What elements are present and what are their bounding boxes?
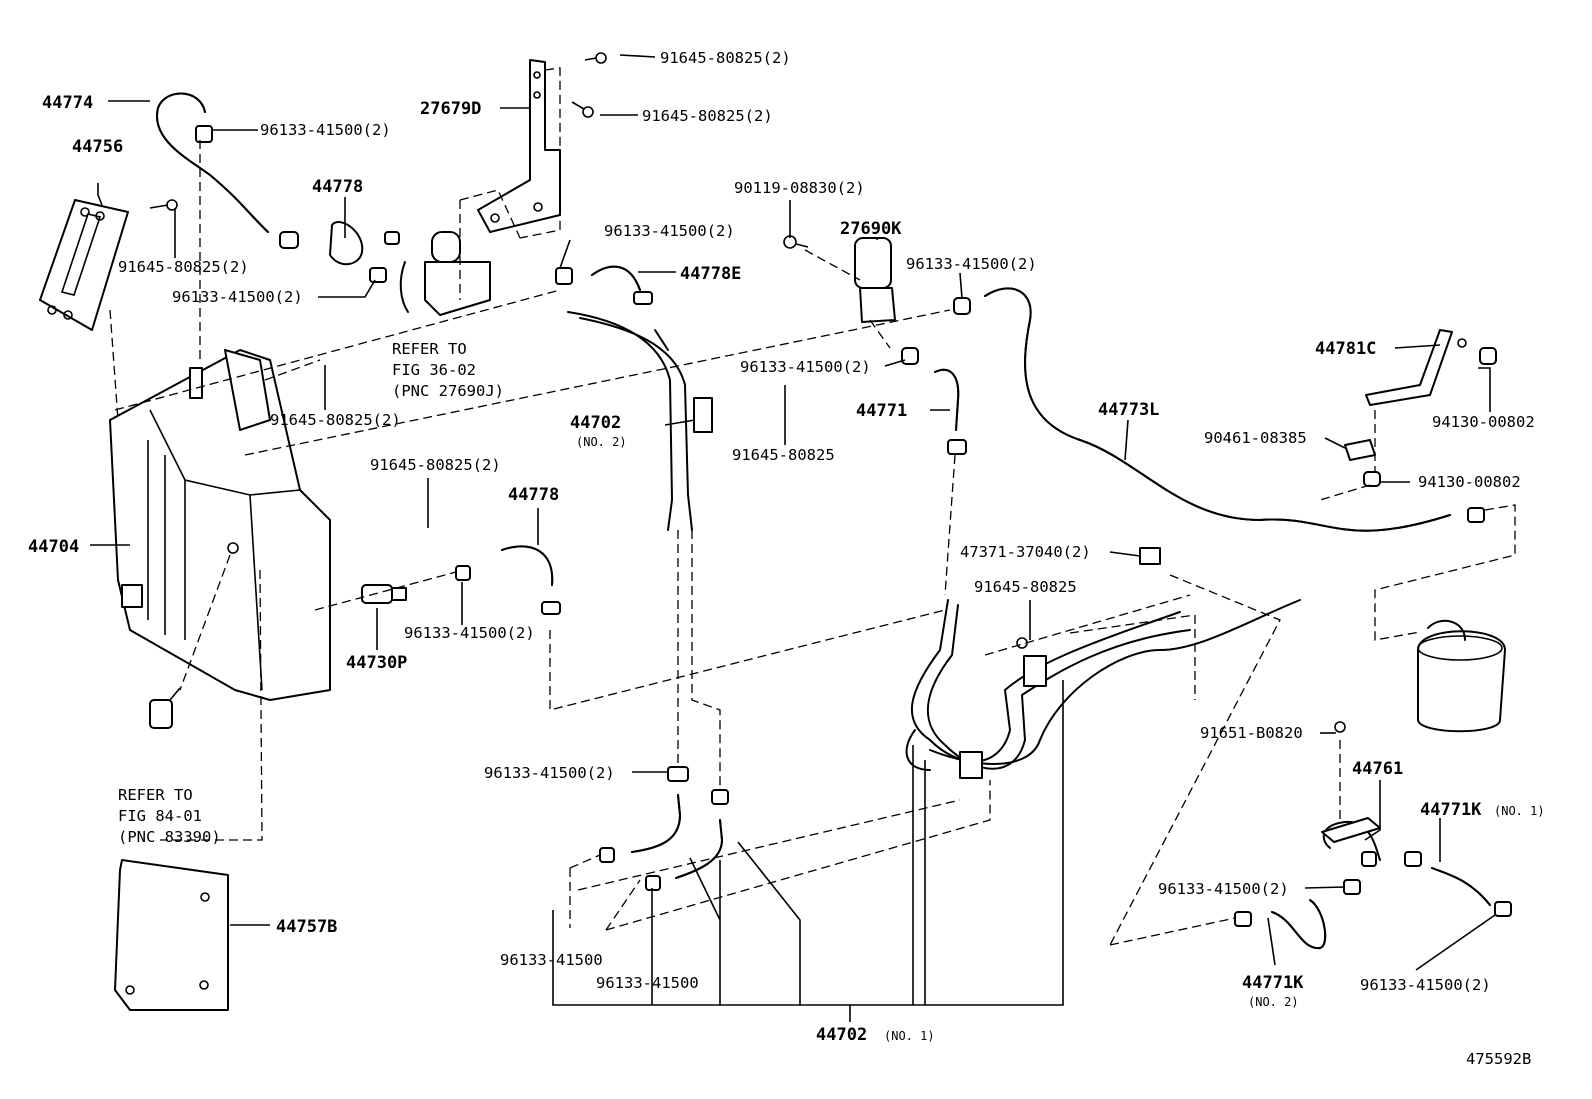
pipe-44702-no2 bbox=[567, 311, 713, 531]
label-44773L: 44773L bbox=[1098, 400, 1159, 420]
label-bolt-g: 91645-80825 bbox=[974, 578, 1077, 596]
figure-id: 475592B bbox=[1466, 1050, 1531, 1068]
label-44702-no2: 44702 bbox=[570, 413, 621, 433]
hose-44773L bbox=[984, 287, 1485, 532]
label-clip-c: 96133-41500(2) bbox=[604, 222, 735, 240]
label-ref2-line1: REFER TO bbox=[118, 786, 193, 804]
label-ref2-line2: FIG 84-01 bbox=[118, 807, 202, 825]
label-44702-no2-sub: (NO. 2) bbox=[576, 435, 627, 449]
hose-44778-mid bbox=[501, 545, 561, 615]
hose-44778E bbox=[555, 265, 653, 305]
label-27679D: 27679D bbox=[420, 99, 481, 119]
sensor-44730P bbox=[361, 565, 471, 604]
label-44761: 44761 bbox=[1352, 759, 1403, 779]
label-bolt-i: 91651-B0820 bbox=[1200, 724, 1303, 742]
label-clip-g: 96133-41500(2) bbox=[484, 764, 615, 782]
sensor-ref-84-01 bbox=[149, 687, 181, 729]
label-44771K-no2-sub: (NO. 2) bbox=[1248, 995, 1299, 1009]
hose-44774 bbox=[155, 92, 299, 249]
label-44704: 44704 bbox=[28, 537, 79, 557]
label-bolt-c: 91645-80825(2) bbox=[118, 258, 249, 276]
tank-44704 bbox=[109, 349, 331, 701]
label-44771: 44771 bbox=[856, 401, 907, 421]
bracket-44781C bbox=[1344, 329, 1497, 487]
label-bolt-e: 91645-80825(2) bbox=[370, 456, 501, 474]
label-clip-j: 96133-41500(2) bbox=[1158, 880, 1289, 898]
assembly-dashed-lines bbox=[109, 67, 1516, 946]
label-nut-a: 90461-08385 bbox=[1204, 429, 1307, 447]
label-clip-b: 96133-41500(2) bbox=[172, 288, 303, 306]
bracket-44757B bbox=[114, 859, 229, 1011]
label-44778-mid: 44778 bbox=[508, 485, 559, 505]
label-clip-i: 96133-41500 bbox=[596, 974, 699, 992]
label-clamp-a: 47371-37040(2) bbox=[960, 543, 1091, 561]
label-44781C: 44781C bbox=[1315, 339, 1376, 359]
label-nut-c: 94130-00802 bbox=[1418, 473, 1521, 491]
label-clip-f: 96133-41500(2) bbox=[404, 624, 535, 642]
label-clip-a: 96133-41500(2) bbox=[260, 121, 391, 139]
label-bolt-h: 90119-08830(2) bbox=[734, 179, 865, 197]
label-44778-top: 44778 bbox=[312, 177, 363, 197]
label-clip-e: 96133-41500(2) bbox=[740, 358, 871, 376]
bracket-27679D bbox=[477, 52, 607, 233]
label-ref2-line3: (PNC 83390) bbox=[118, 828, 221, 846]
pipe-bundle-44702-no1 bbox=[905, 547, 1301, 779]
label-clip-d: 96133-41500(2) bbox=[906, 255, 1037, 273]
valve-27690J bbox=[329, 221, 491, 316]
label-27690K: 27690K bbox=[840, 219, 902, 239]
label-44756: 44756 bbox=[72, 137, 123, 157]
label-bolt-b: 91645-80825(2) bbox=[642, 107, 773, 125]
label-44757B: 44757B bbox=[276, 917, 337, 937]
hose-44771 bbox=[934, 297, 971, 455]
label-44702-no1: 44702 bbox=[816, 1025, 867, 1045]
label-44774: 44774 bbox=[42, 93, 93, 113]
label-ref1-line1: REFER TO bbox=[392, 340, 467, 358]
group-44761-44771K bbox=[1234, 721, 1512, 950]
label-nut-b: 94130-00802 bbox=[1432, 413, 1535, 431]
canister bbox=[1417, 619, 1506, 733]
bracket-44756 bbox=[39, 199, 178, 331]
label-44771K-no2: 44771K bbox=[1242, 973, 1304, 993]
label-44771K-no1: 44771K bbox=[1420, 800, 1482, 820]
part-labels: 44774 44756 27679D 44778 44778E 27690K 4… bbox=[28, 49, 1545, 1068]
leader-lines bbox=[90, 54, 1496, 1022]
label-clip-h: 96133-41500 bbox=[500, 951, 603, 969]
label-bolt-f: 91645-80825 bbox=[732, 446, 835, 464]
label-bolt-d: 91645-80825(2) bbox=[270, 411, 401, 429]
label-clip-k: 96133-41500(2) bbox=[1360, 976, 1491, 994]
label-44730P: 44730P bbox=[346, 653, 407, 673]
lower-hoses bbox=[599, 766, 729, 891]
label-44702-no1-sub: (NO. 1) bbox=[884, 1029, 935, 1043]
label-ref1-line2: FIG 36-02 bbox=[392, 361, 476, 379]
label-44778E: 44778E bbox=[680, 264, 741, 284]
vsv-27690K bbox=[783, 235, 919, 365]
label-bolt-a: 91645-80825(2) bbox=[660, 49, 791, 67]
label-44771K-no1-sub: (NO. 1) bbox=[1494, 804, 1545, 818]
label-ref1-line3: (PNC 27690J) bbox=[392, 382, 504, 400]
